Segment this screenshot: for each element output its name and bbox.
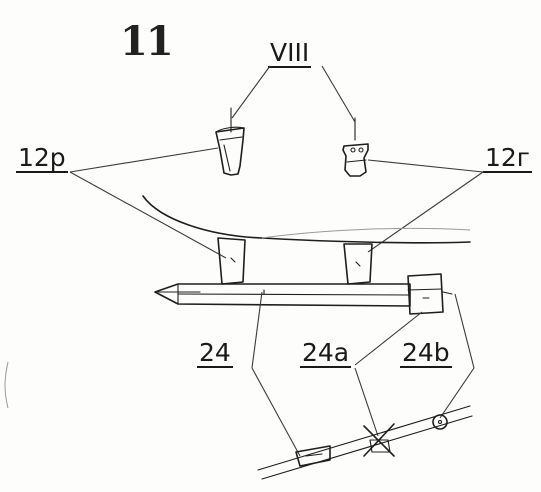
wing-underside [142,195,471,244]
leader-wing-assembly [231,65,356,123]
leader-24b [439,293,475,419]
pylon-right [343,243,373,285]
lower-detail-view [257,405,473,480]
leader-12p [69,147,227,259]
label-rod-a: 24a [300,338,352,368]
label-left-part: 12p [16,143,68,173]
leader-24 [251,291,301,457]
detail-part-24b [432,414,448,430]
label-rod: 24 [197,338,233,368]
rod-24-body [154,283,411,307]
detail-part-24 [295,445,331,467]
step-number: 11 [120,18,174,65]
pylon-left [217,237,246,285]
label-rod-b: 24b [400,338,452,368]
rod-rear-block [407,273,453,315]
leader-12g [367,159,484,253]
detail-part-24a [363,423,395,457]
label-wing-assembly: VIII [268,38,312,68]
part-12p-detail [215,107,245,176]
label-right-part: 12г [483,143,532,173]
part-12g-detail [342,117,369,177]
leader-24a [354,311,423,437]
